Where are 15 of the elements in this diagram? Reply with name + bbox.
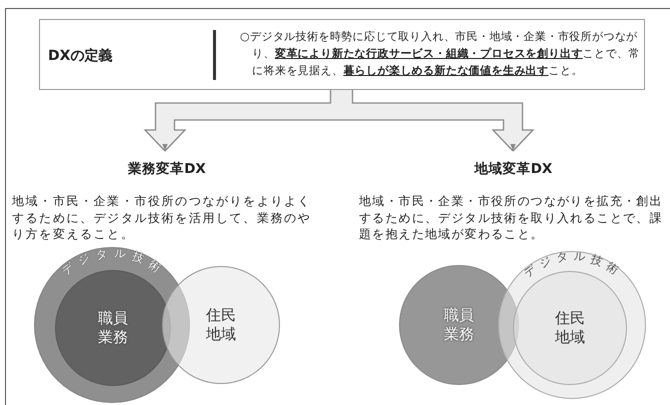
curved-label: デジタル技術: [58, 246, 164, 278]
block-arrow: [143, 89, 342, 152]
section-heading: 業務変革DX: [128, 161, 206, 177]
curved-label: デジタル技術: [521, 248, 622, 280]
circle-label: 住民地域: [205, 306, 237, 344]
section-description: 地域・市民・企業・市役所のつながりを拡充・創出するために、デジタル技術を取り入れることで、課題を抱えた地域が変わること。: [359, 193, 664, 242]
definition-text: ○デジタル技術を時勢に応じて取り入れ、市民・地域・企業・市役所がつながり、変革により新たな行政サービス・組織・プロセスを創り出すことで、常に将来を見据え、暮らしが楽しめる新たな価値を生み出すこと。: [240, 29, 641, 79]
block-arrow: [340, 89, 535, 152]
definition-heading: DXの定義: [48, 47, 112, 65]
circle-label: 住民地域: [554, 309, 586, 347]
section-description: 地域・市民・企業・市役所のつながりをよりよくするために、デジタル技術を活用して、業務のやり方を変えること。: [12, 193, 312, 242]
circle-label: 職員業務: [97, 309, 129, 347]
definition-box: [39, 19, 645, 90]
circle-label: 職員業務: [443, 306, 475, 344]
section-heading: 地域変革DX: [474, 161, 552, 177]
